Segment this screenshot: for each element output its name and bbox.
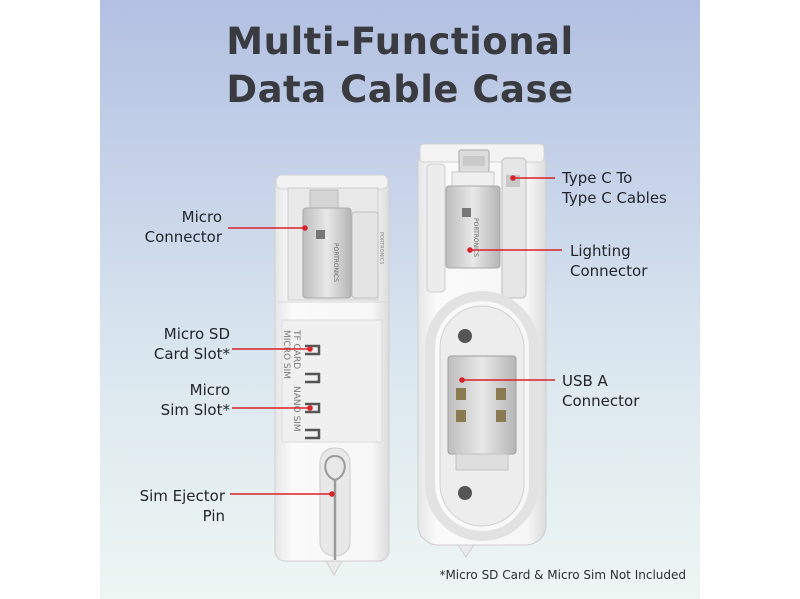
left-case: PORTRONICS PORTRONICS MICRO SIM TF CARD … [274,174,390,577]
label-micro-sim-line2: Sim Slot* [160,401,230,419]
label-ejector-line2: Pin [202,507,225,525]
product-illustration: PORTRONICS PORTRONICS MICRO SIM TF CARD … [228,143,562,577]
footnote: *Micro SD Card & Micro Sim Not Included [439,568,686,582]
label-type-c-line1: Type C To [562,169,633,187]
left-brand-text: PORTRONICS [332,243,339,282]
micro-sim-text: MICRO SIM [281,330,291,379]
label-lighting-line1: Lighting [570,242,631,260]
label-usb-a-connector: USB A Connector [562,371,639,411]
title-line-2: Data Cable Case [226,68,574,111]
right-brand-text: PORTRONICS [472,218,479,257]
label-micro-connector: Micro Connector [145,207,222,247]
label-micro-sd-line2: Card Slot* [153,345,230,363]
cable-loop [425,291,539,541]
right-case: PORTRONICS [417,143,547,558]
label-lighting-line2: Connector [570,262,648,280]
label-micro-sd-card-slot: Micro SD Card Slot* [154,324,230,364]
type-c-cable [501,157,527,299]
label-type-c-line2: Type C Cables [562,189,667,207]
micro-connector-module [302,207,352,299]
title-line-1: Multi-Functional [226,20,574,63]
label-micro-connector-line2: Connector [144,228,222,246]
left-side-brand-text: PORTRONICS [378,232,384,264]
label-sim-ejector-pin: Sim Ejector Pin [140,486,225,526]
label-micro-connector-line1: Micro [181,208,222,226]
label-micro-sd-line1: Micro SD [163,325,230,343]
label-usb-a-line2: Connector [562,392,640,410]
label-usb-a-line1: USB A [562,372,608,390]
usb-a-connector [447,355,517,455]
lightning-module [445,185,501,269]
label-micro-sim-slot: Micro Sim Slot* [161,380,230,420]
product-panel: Multi-Functional Data Cable Case [100,0,700,599]
callout-lines [228,175,562,497]
label-ejector-line1: Sim Ejector [139,487,225,505]
label-lighting-connector: Lighting Connector [570,241,647,281]
nano-sim-text: NANO SIM [291,386,301,432]
label-type-c-cables: Type C To Type C Cables [562,168,667,208]
label-micro-sim-line1: Micro [189,381,230,399]
